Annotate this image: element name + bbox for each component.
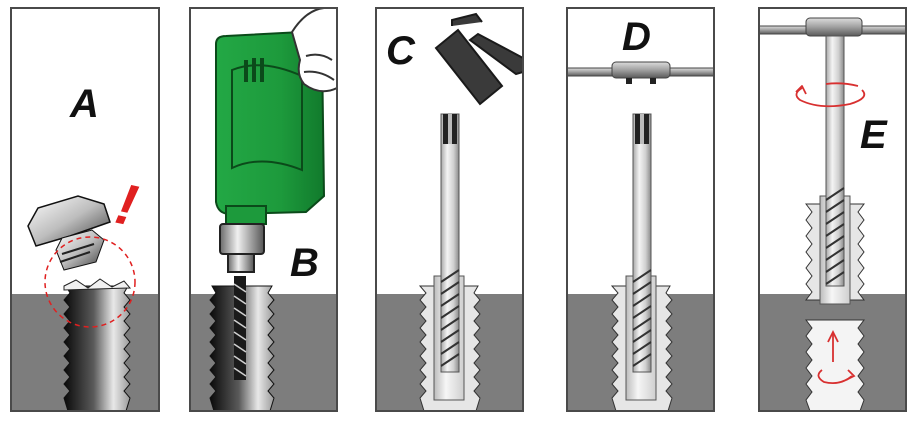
panel-e: E [758,7,907,412]
frame-b [189,7,338,412]
tap-wrench-icon [567,61,714,84]
label-d: D [622,15,651,59]
label-b: B [290,241,319,285]
hammer-icon [434,12,523,106]
rotation-arrow-icon [795,82,866,108]
extractor-rod-d [632,113,652,373]
frame-c [375,7,524,412]
extractor-rod-e [825,35,845,287]
frame-d [566,7,715,412]
warning-circle [44,236,136,328]
label-a: A [69,82,99,126]
broken-bolt-icon [63,278,132,411]
frame-e [758,7,907,412]
panel-d: D [566,7,715,412]
extractor-rod-c [440,113,460,373]
panel-a: A ! [10,7,160,412]
label-e: E [860,113,888,157]
drill-icon [215,8,337,273]
panel-c: C [375,7,524,412]
upward-arrow-icon [817,329,856,385]
frame-a [10,7,160,412]
bolt-head-fragment [27,195,111,271]
panel-b: B [189,7,338,412]
label-c: C [386,29,416,73]
